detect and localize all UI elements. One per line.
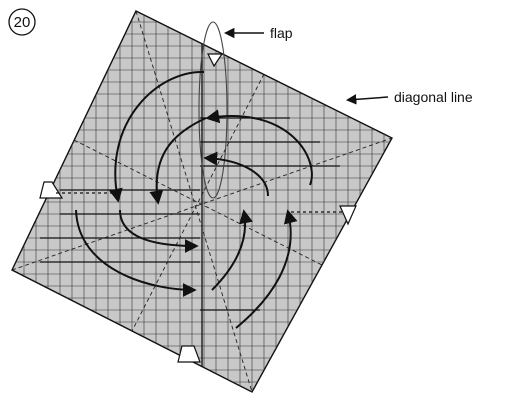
callout-flap: flap: [223, 25, 293, 41]
callout-diagonal-line: diagonal line: [345, 89, 473, 105]
arrow-inner-top: [149, 117, 207, 205]
arrow-outer-top: [108, 70, 205, 203]
arrow-inner-bottom: [119, 209, 199, 253]
step-number: 20: [14, 14, 31, 31]
arrow-inner-right: [203, 151, 269, 197]
step-number-badge: 20: [8, 8, 36, 36]
arrow-outer-right: [205, 109, 313, 186]
arrow-inner-left: [211, 209, 253, 291]
diagonal-line-label: diagonal line: [394, 89, 473, 105]
flap-outline: [198, 21, 228, 199]
side-tabs: [39, 53, 357, 363]
fold-arrows: [56, 70, 342, 329]
flap-label: flap: [270, 25, 293, 41]
arrow-outer-left: [235, 209, 298, 329]
arrow-outer-bottom: [75, 209, 197, 297]
